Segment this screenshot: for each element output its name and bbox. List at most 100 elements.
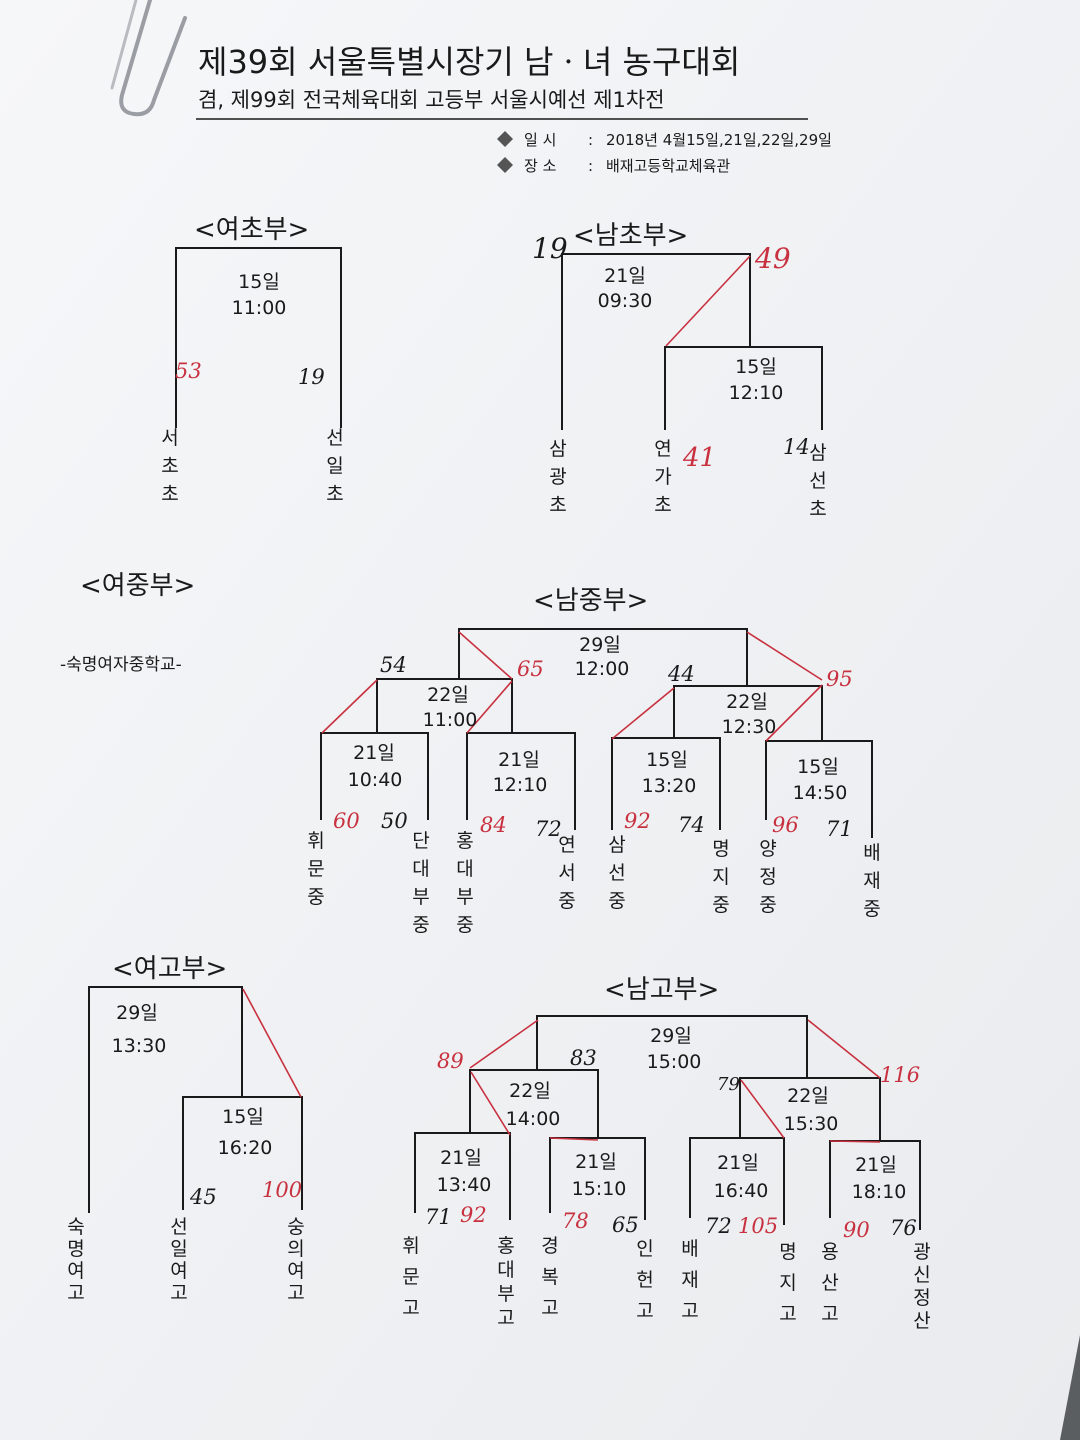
match-date: 29일 (579, 634, 621, 656)
match-time: 15:10 (572, 1178, 627, 1200)
bracket-line (664, 346, 823, 430)
winner-line (321, 631, 823, 742)
date-value: 2018년 4월15일,21일,22일,29일 (606, 131, 832, 149)
score-handwritten: 76 (890, 1216, 917, 1240)
winner-line (665, 255, 751, 347)
bracket-line (320, 732, 429, 820)
bracket-line (765, 740, 873, 838)
score-handwritten: 74 (678, 813, 705, 837)
score-handwritten: 84 (480, 813, 507, 837)
match-date: 21일 (498, 749, 540, 771)
match-date: 21일 (440, 1147, 482, 1169)
match-time: 15:30 (784, 1113, 839, 1135)
date-label: 일 시 (524, 131, 556, 149)
match-time: 13:30 (112, 1035, 167, 1057)
score-handwritten: 65 (612, 1213, 639, 1237)
score-handwritten: 92 (460, 1203, 487, 1227)
division-title: <여고부> (112, 954, 227, 984)
match-date: 21일 (717, 1152, 759, 1174)
match-date: 21일 (604, 265, 646, 287)
match-time: 16:20 (218, 1137, 273, 1159)
score-handwritten: 72 (705, 1214, 732, 1238)
diamond-bullet-icon (497, 131, 513, 147)
score-handwritten: 19 (532, 232, 568, 265)
division-title: <여중부> (80, 571, 195, 601)
bracket-line (466, 732, 576, 830)
division-title: <남초부> (573, 221, 688, 251)
score-handwritten: 41 (682, 443, 716, 473)
score-handwritten: 83 (570, 1046, 597, 1070)
boys-high-bracket: <남고부> 29일 15:00 22일 14:00 22일 15:30 21일 … (402, 975, 930, 1332)
page-subtitle: 겸, 제99회 전국체육대회 고등부 서울시예선 제1차전 (198, 88, 665, 112)
winner-line (242, 988, 302, 1098)
bracket-line (673, 685, 823, 741)
date-colon: : (588, 131, 593, 149)
score-handwritten: 60 (333, 809, 360, 833)
match-date: 22일 (509, 1080, 551, 1102)
bracket-line (414, 1132, 511, 1220)
bracket-line (549, 1137, 646, 1220)
score-handwritten: 65 (517, 657, 544, 681)
score-handwritten: 72 (535, 817, 562, 841)
score-handwritten: 89 (437, 1049, 464, 1073)
place-row: 장 소 : 배재고등학교체육관 (497, 157, 730, 175)
diamond-bullet-icon (497, 157, 513, 173)
bracket-line (739, 1077, 881, 1141)
girls-middle-section: <여중부> -숙명여자중학교- (60, 571, 195, 675)
match-time: 15:00 (647, 1051, 702, 1073)
score-handwritten: 105 (738, 1214, 778, 1238)
match-date: 22일 (726, 691, 768, 713)
division-title: <여초부> (194, 215, 309, 245)
match-date: 15일 (238, 271, 280, 293)
score-handwritten: 53 (175, 359, 202, 383)
match-time: 09:30 (598, 290, 653, 312)
score-handwritten: 95 (826, 667, 853, 691)
match-date: 21일 (575, 1151, 617, 1173)
match-time: 14:50 (793, 782, 848, 804)
date-row: 일 시 : 2018년 4월15일,21일,22일,29일 (497, 131, 832, 149)
score-handwritten: 71 (826, 817, 853, 841)
boys-middle-bracket: <남중부> 29일 12:00 22일 11:00 22일 12:30 21일 … (307, 586, 880, 936)
bracket-line (689, 1137, 785, 1225)
score-handwritten: 92 (624, 809, 651, 833)
match-time: 18:10 (852, 1181, 907, 1203)
page-title: 제39회 서울특별시장기 남ㆍ녀 농구대회 (198, 43, 740, 81)
place-colon: : (588, 157, 593, 175)
bracket-line (88, 986, 243, 1213)
division-title: <남중부> (533, 586, 648, 616)
bracket-line (536, 1015, 808, 1078)
winner-line (469, 1019, 881, 1143)
score-handwritten: 14 (783, 435, 810, 459)
bracket-line (458, 628, 748, 686)
match-time: 10:40 (348, 769, 403, 791)
match-date: 29일 (116, 1002, 158, 1024)
match-time: 11:00 (423, 709, 478, 731)
header: 제39회 서울특별시장기 남ㆍ녀 농구대회 겸, 제99회 전국체육대회 고등부… (196, 43, 832, 175)
division-title: <남고부> (604, 975, 719, 1005)
score-handwritten: 116 (880, 1063, 920, 1087)
score-handwritten: 71 (425, 1205, 452, 1229)
match-time: 12:10 (493, 774, 548, 796)
bracket-line (611, 737, 721, 830)
match-date: 15일 (797, 756, 839, 778)
match-date: 21일 (353, 742, 395, 764)
bracket-line (469, 1069, 599, 1138)
